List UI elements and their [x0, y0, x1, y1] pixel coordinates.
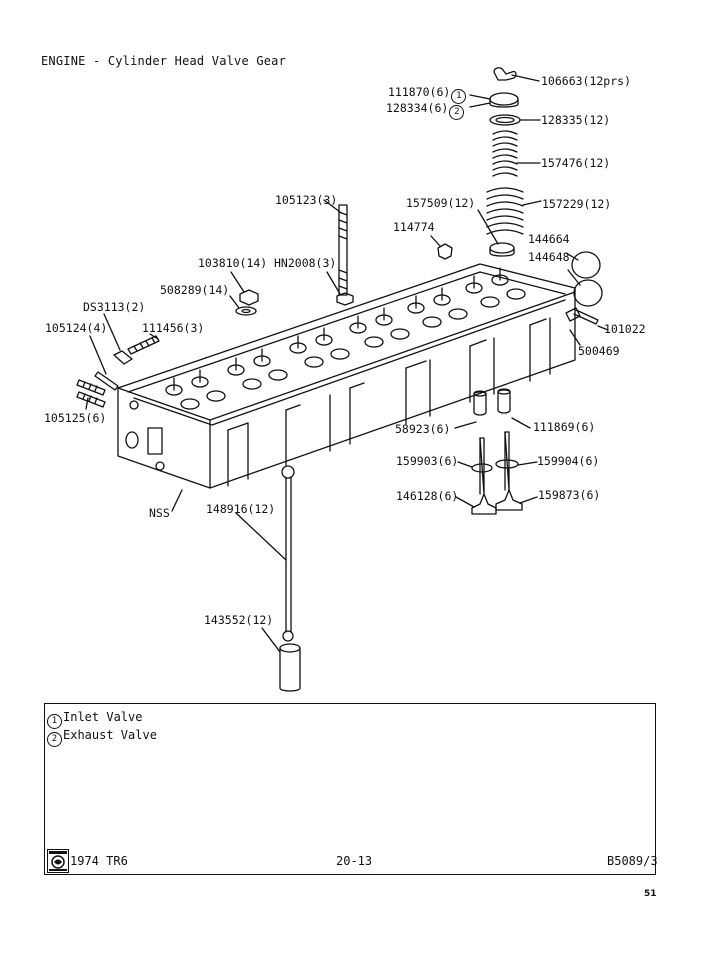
footer-ref: B5089/3 [607, 854, 658, 868]
label-105123: 105123(3) [275, 193, 338, 207]
label-111869: 111869(6) [533, 420, 596, 434]
label-159873: 159873(6) [538, 488, 601, 502]
label-500469: 500469 [578, 344, 620, 358]
label-ds3113: DS3113(2) [83, 300, 146, 314]
label-144664: 144664 [528, 232, 570, 246]
label-159904: 159904(6) [537, 454, 600, 468]
label-105125: 105125(6) [44, 411, 107, 425]
label-58923: 58923(6) [395, 422, 451, 436]
page-number: 51 [644, 889, 657, 899]
label-128335: 128335(12) [541, 113, 611, 127]
label-128334: 128334(6)2 [386, 101, 465, 120]
legend-inlet-text: Inlet Valve [63, 710, 143, 724]
label-nss: NSS [149, 506, 170, 520]
label-105124: 105124(4) [45, 321, 108, 335]
footer-model: 1974 TR6 [70, 854, 128, 868]
page-title: ENGINE - Cylinder Head Valve Gear [41, 54, 287, 68]
label-114774: 114774 [393, 220, 435, 234]
logo-icon [49, 851, 67, 871]
label-508289: 508289(14) [160, 283, 230, 297]
british-leyland-logo [47, 849, 69, 873]
legend-exhaust-marker: 2 [47, 732, 62, 747]
label-103810: 103810(14) [198, 256, 268, 270]
label-106663: 106663(12prs) [541, 74, 632, 88]
exhaust-marker: 2 [449, 105, 465, 120]
label-111870-text: 111870(6) [388, 85, 451, 99]
label-148916: 148916(12) [206, 502, 276, 516]
label-157509: 157509(12) [406, 196, 476, 210]
legend-exhaust-text: Exhaust Valve [63, 728, 157, 742]
label-146128: 146128(6) [396, 489, 459, 503]
inlet-marker: 1 [451, 89, 467, 104]
label-111456: 111456(3) [142, 321, 205, 335]
label-101022: 101022 [604, 322, 646, 336]
label-hn2008: HN2008(3) [274, 256, 337, 270]
label-157476: 157476(12) [541, 156, 611, 170]
label-143552: 143552(12) [204, 613, 274, 627]
label-111870: 111870(6)1 [388, 85, 467, 104]
footer-section: 20-13 [336, 854, 373, 868]
label-157229: 157229(12) [542, 197, 612, 211]
label-128334-text: 128334(6) [386, 101, 449, 115]
label-144648: 144648 [528, 250, 570, 264]
label-159903: 159903(6) [396, 454, 459, 468]
legend-inlet-marker: 1 [47, 714, 62, 729]
